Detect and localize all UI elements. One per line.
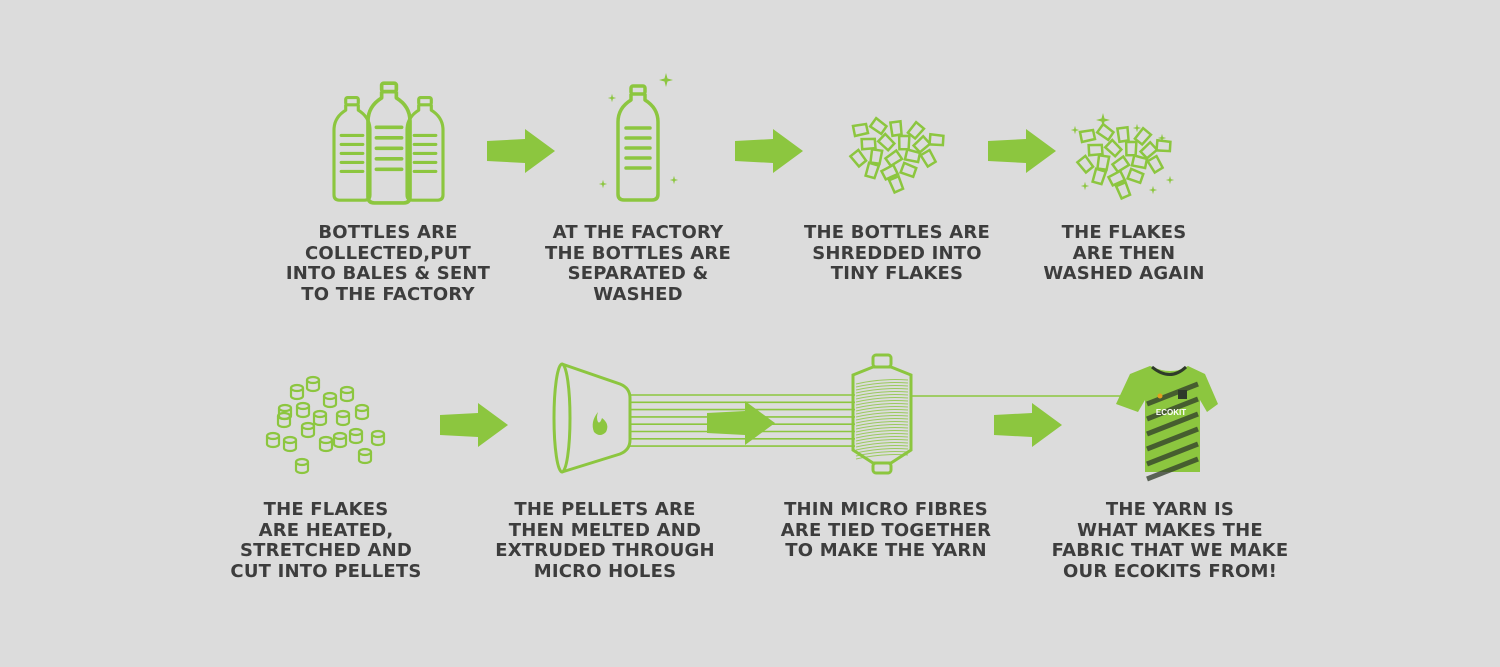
- flake-shape: [926, 131, 947, 150]
- thread-wrap: [855, 436, 909, 442]
- shirt-logo-text: ECOKIT: [1156, 408, 1186, 417]
- thread-wrap: [855, 400, 909, 406]
- flake-shape: [888, 119, 904, 138]
- brand-logo-icon: [1157, 393, 1163, 399]
- arrow-icon: [440, 403, 508, 447]
- thread-wrap: [855, 433, 909, 439]
- yarn-spool-icon: [851, 353, 913, 475]
- pellets-icon: [265, 375, 386, 475]
- thread-wrap: [855, 379, 909, 385]
- flakes-icon: [848, 115, 947, 195]
- thread-wrap: [855, 430, 909, 436]
- thread-wrap: [855, 385, 909, 391]
- flake-shape: [897, 159, 920, 181]
- flake-shape: [1145, 154, 1165, 175]
- pellet-shape: [339, 385, 355, 403]
- clean-flakes-icon: [1070, 113, 1175, 201]
- flake-shape: [848, 147, 869, 170]
- bottles-icon: [332, 81, 445, 205]
- arrow-icon: [994, 403, 1062, 447]
- thread-wrap: [855, 418, 909, 424]
- flake-shape: [1122, 138, 1140, 159]
- thread-wrap: [855, 409, 909, 415]
- shirt-stripe: [1146, 426, 1199, 452]
- pellet-shape: [312, 409, 328, 427]
- arrow-icon: [487, 129, 555, 173]
- thread-wrap: [855, 439, 909, 445]
- thread-wrap: [855, 406, 909, 412]
- pellet-shape: [322, 391, 338, 409]
- pellet-shape: [332, 431, 348, 449]
- thread-wrap: [855, 451, 909, 457]
- pellet-shape: [265, 431, 281, 449]
- flake-shape: [1115, 125, 1131, 144]
- pellet-shape: [335, 409, 351, 427]
- micro-fibres: [630, 394, 855, 447]
- shirt-stripe: [1146, 411, 1199, 437]
- pellet-shape: [294, 457, 310, 475]
- flake-shape: [887, 174, 905, 195]
- flame-icon: [592, 412, 608, 435]
- flake-shape: [851, 122, 870, 138]
- shirt-stripe: [1146, 396, 1199, 422]
- pellet-shape: [348, 427, 364, 445]
- flake-shape: [918, 148, 938, 169]
- thread-wrap: [855, 382, 909, 388]
- thread-wrap: [855, 442, 909, 448]
- pellet-shape: [354, 403, 370, 421]
- thread-wrap: [855, 388, 909, 394]
- pellet-shape: [357, 447, 373, 465]
- thread-wrap: [855, 424, 909, 430]
- thread-wrap: [855, 403, 909, 409]
- thread-wrap: [855, 391, 909, 397]
- pellet-shape: [295, 401, 311, 419]
- thread-wrap: [855, 427, 909, 433]
- pellet-shape: [370, 429, 386, 447]
- ecokit-shirt-icon: ECOKIT: [1116, 365, 1218, 482]
- thread-wrap: [855, 415, 909, 421]
- flake-shape: [1124, 165, 1147, 187]
- crest-icon: [1178, 390, 1187, 399]
- pellet-shape: [300, 421, 316, 439]
- pellet-shape: [305, 375, 321, 393]
- shirt-stripe: [1146, 441, 1199, 467]
- flake-shape: [1075, 153, 1096, 176]
- pellet-shape: [276, 411, 292, 429]
- thread-wrap: [855, 412, 909, 418]
- flake-shape: [1153, 137, 1174, 156]
- pellet-shape: [318, 435, 334, 453]
- clean-bottle-icon: [598, 73, 679, 202]
- thread-wrap: [855, 448, 909, 454]
- arrow-icon: [735, 129, 803, 173]
- shirt-stripe: [1146, 381, 1199, 407]
- flake-shape: [1114, 180, 1132, 201]
- arrow-icon: [988, 129, 1056, 173]
- thread-wrap: [855, 445, 909, 451]
- thread-wrap: [855, 394, 909, 400]
- pellet-shape: [289, 383, 305, 401]
- extruder-icon: [552, 362, 632, 474]
- thread-wrap: [855, 454, 909, 460]
- thread-wrap: [855, 421, 909, 427]
- flake-shape: [1078, 128, 1097, 144]
- thread-wrap: [855, 397, 909, 403]
- flake-shape: [895, 132, 913, 153]
- pellet-shape: [282, 435, 298, 453]
- shirt-stripe: [1146, 456, 1199, 482]
